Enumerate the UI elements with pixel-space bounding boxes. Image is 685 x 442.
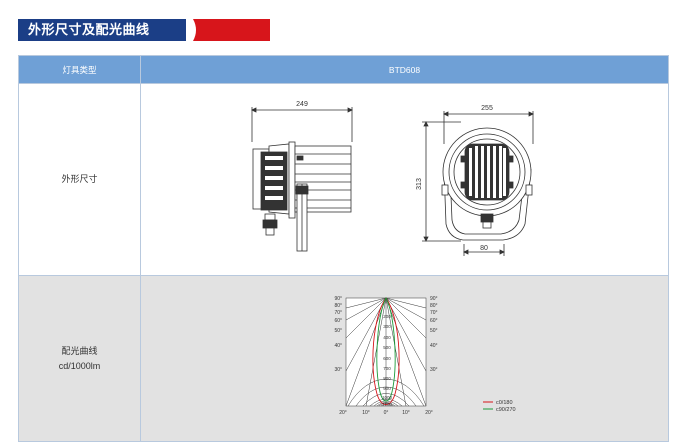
dimensions-row: 外形尺寸 (18, 83, 669, 276)
left-angle-label: 80° (334, 303, 342, 309)
front-height-label: 313 (416, 178, 423, 190)
left-angle-label: 30° (334, 367, 342, 373)
right-angle-label: 80° (430, 303, 438, 309)
side-view-drawing (251, 107, 353, 252)
curve-label: 配光曲线 (61, 345, 98, 356)
left-angle-label: 40° (334, 343, 342, 349)
left-angle-label: 60° (334, 318, 342, 324)
legend-label: c90/270 (496, 407, 516, 413)
curve-label-cell: 配光曲线 cd/1000lm (18, 275, 141, 442)
radial-label: 900 (383, 386, 391, 391)
radial-label: 300 (383, 324, 391, 329)
spec-table: 灯具类型 BTD608 外形尺寸 (18, 55, 669, 442)
radial-label: 500 (383, 345, 391, 350)
bottom-angle-label: 10° (402, 410, 410, 416)
dimensions-figure-cell: 249 (140, 83, 669, 276)
curve-row: 配光曲线 cd/1000lm (18, 275, 669, 442)
legend-label: c0/180 (496, 400, 513, 406)
radial-label: 800 (383, 376, 391, 381)
radial-label: 600 (383, 356, 391, 361)
radial-label: 200 (383, 314, 391, 319)
bottom-angle-label: 0° (384, 410, 389, 416)
right-angle-label: 30° (430, 367, 438, 373)
section-banner: 外形尺寸及配光曲线 (18, 19, 270, 41)
table-header-row: 灯具类型 BTD608 (18, 55, 669, 84)
curve-lines (372, 296, 400, 405)
front-width-label: 255 (481, 105, 493, 112)
right-angle-label: 50° (430, 328, 438, 334)
radial-label: 700 (383, 366, 391, 371)
dimension-drawing: 249 (251, 101, 534, 256)
radial-label: 400 (383, 335, 391, 340)
right-angle-label: 90° (430, 296, 438, 302)
dimensions-label: 外形尺寸 (18, 83, 141, 276)
left-angle-label: 70° (334, 310, 342, 316)
header-model: BTD608 (140, 55, 669, 84)
curve-figure-cell: 90° 80° 70° 60° 50° 40° 30° 90° 80° 70° … (140, 275, 669, 442)
left-angle-label: 50° (334, 328, 342, 334)
radial-label: 1100 (382, 402, 392, 407)
right-angle-label: 70° (430, 310, 438, 316)
left-angle-label: 90° (334, 296, 342, 302)
banner-background (18, 19, 270, 41)
polar-grid (345, 297, 427, 407)
curve-unit: cd/1000lm (58, 360, 101, 371)
right-angle-label: 60° (430, 318, 438, 324)
chart-legend: c0/180 c90/270 (483, 400, 516, 413)
base-width-label: 80 (480, 245, 488, 252)
right-angle-label: 40° (430, 343, 438, 349)
polar-curve-chart: 90° 80° 70° 60° 50° 40° 30° 90° 80° 70° … (334, 296, 516, 416)
section-title: 外形尺寸及配光曲线 (28, 22, 150, 37)
bottom-angle-label: 10° (362, 410, 370, 416)
bottom-angle-label: 20° (339, 410, 347, 416)
side-width-label: 249 (296, 101, 308, 108)
bottom-angle-label: 20° (425, 410, 433, 416)
header-type-label: 灯具类型 (18, 55, 141, 84)
radial-label: 1000 (382, 395, 393, 400)
front-view-drawing (422, 111, 534, 256)
